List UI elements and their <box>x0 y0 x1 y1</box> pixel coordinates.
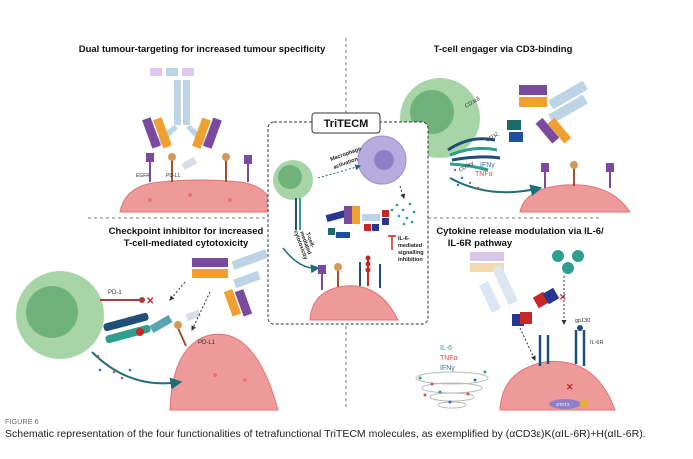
tritecm-antibody-top-left <box>142 68 222 149</box>
receptor-right-top-left <box>222 153 252 182</box>
pdl1-label-top: PD-L1 <box>166 173 180 179</box>
egfr-receptor <box>146 153 154 182</box>
panel-bottom-right: ✕ IL-6 TNFα IFNγ gp130 IL-6R ✕ STAT3 <box>415 250 616 411</box>
svg-text:✕: ✕ <box>146 296 154 307</box>
tumour-cell-top-left <box>119 179 276 213</box>
il6-mediated-line4: inhibition <box>398 257 423 263</box>
cytokine-arrow-bottom-left <box>91 351 183 390</box>
legend-ifng: IFNγ <box>440 365 455 372</box>
svg-text:✕: ✕ <box>566 382 574 392</box>
il6r-label: IL-6R <box>590 340 603 346</box>
stat3-label: STAT3 <box>556 402 570 407</box>
panel-title-bottom-right-line1: Cytokine release modulation via IL-6/ <box>436 226 604 237</box>
cytokine-cluster-center <box>390 202 416 226</box>
caption-label: FIGURE 6 <box>5 419 39 426</box>
panel-title-top-left: Dual tumour-targeting for increased tumo… <box>79 44 326 55</box>
pdl1-label-bottom: PD-L1 <box>198 340 216 346</box>
tritecm-antibody-bottom-left <box>192 249 269 317</box>
tumour-cell-bottom-right <box>499 360 616 411</box>
il6-mediated-line1: IL-6- <box>398 236 410 242</box>
pd1-label: PD-1 <box>108 290 122 296</box>
ifng-label-top: IFNγ <box>480 162 495 169</box>
antibody-cluster-center <box>325 206 389 238</box>
gp130-label: gp130 <box>575 318 590 324</box>
svg-text:✕: ✕ <box>559 292 567 302</box>
cytokine-arrow-top-right <box>449 177 543 197</box>
il6-mediated-line2: mediated <box>398 243 422 249</box>
legend-il6: IL-6 <box>440 345 452 352</box>
tumour-cell-center <box>309 285 399 321</box>
tritecm-antibody-top-right <box>519 80 588 144</box>
egfr-label: EGFR <box>136 173 150 179</box>
il6-molecule <box>552 250 564 262</box>
panel-title-bottom-left-line1: Checkpoint inhibitor for increased <box>109 226 264 237</box>
tumour-cell-top-right <box>519 184 631 213</box>
cd3z-label: CD3ζ <box>485 132 500 144</box>
pdl1-receptor-top <box>168 153 176 182</box>
tnfa-label-top: TNFα <box>475 171 493 178</box>
stat3-element <box>549 399 581 409</box>
center-title: TriTECM <box>324 118 369 130</box>
panel-center: Macrophage activation T-cell- mediated c… <box>273 135 424 321</box>
tcr-bottom-left <box>103 312 173 344</box>
center-title-box <box>311 112 381 134</box>
panel-bottom-left: PD-1 ✕ PD-L1 <box>16 249 279 411</box>
legend-tnfa: TNFα <box>440 355 458 362</box>
panel-top-left: EGFR PD-L1 <box>119 68 276 213</box>
panel-top-right: CD3εδ CD3ζ CD3εγ IFNγ TNFα <box>400 78 631 213</box>
tcell-mediated-line1: T-cell- <box>304 232 315 249</box>
tumour-cell-bottom-left <box>169 333 279 411</box>
caption-text: Schematic representation of the four fun… <box>5 428 646 440</box>
panel-title-bottom-right-line2: IL-6R pathway <box>448 238 513 249</box>
cd3-complex <box>447 137 501 172</box>
il6-mediated-line3: signalling <box>398 250 424 256</box>
panel-title-bottom-left-line2: T-cell-mediated cytotoxicity <box>124 238 249 249</box>
cytokine-storm <box>415 370 489 409</box>
panel-title-top-right: T-cell engager via CD3-binding <box>434 44 573 55</box>
